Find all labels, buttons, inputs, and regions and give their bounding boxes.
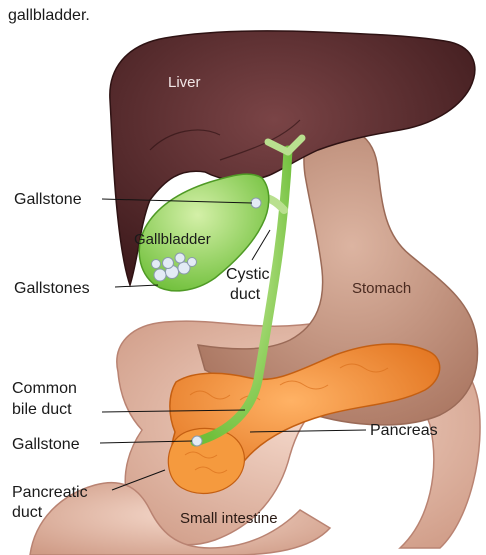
stomach-label: Stomach [352,280,411,297]
gallstone-bottom [192,436,202,446]
gallstone-bottom-label: Gallstone [12,436,80,453]
gallstones-label: Gallstones [14,280,90,297]
caption-top-line: gallbladder. [8,7,90,24]
pancreatic-duct-label-line2: duct [12,504,43,521]
pancreas-label: Pancreas [370,422,438,439]
gallstone-top [251,198,261,208]
pancreatic-duct-label-line1: Pancreatic [12,484,88,501]
liver-label: Liver [168,74,201,91]
small-intestine-label: Small intestine [180,510,278,527]
cystic-duct-label-line2: duct [230,286,261,303]
common-bile-duct-label-line1: Common [12,380,77,397]
gallstone-top-label: Gallstone [14,191,82,208]
common-bile-duct-label-line2: bile duct [12,401,72,418]
leader-gallstones [115,285,158,287]
cystic-duct-label-line1: Cystic [226,266,270,283]
gallbladder-label: Gallbladder [134,231,211,248]
